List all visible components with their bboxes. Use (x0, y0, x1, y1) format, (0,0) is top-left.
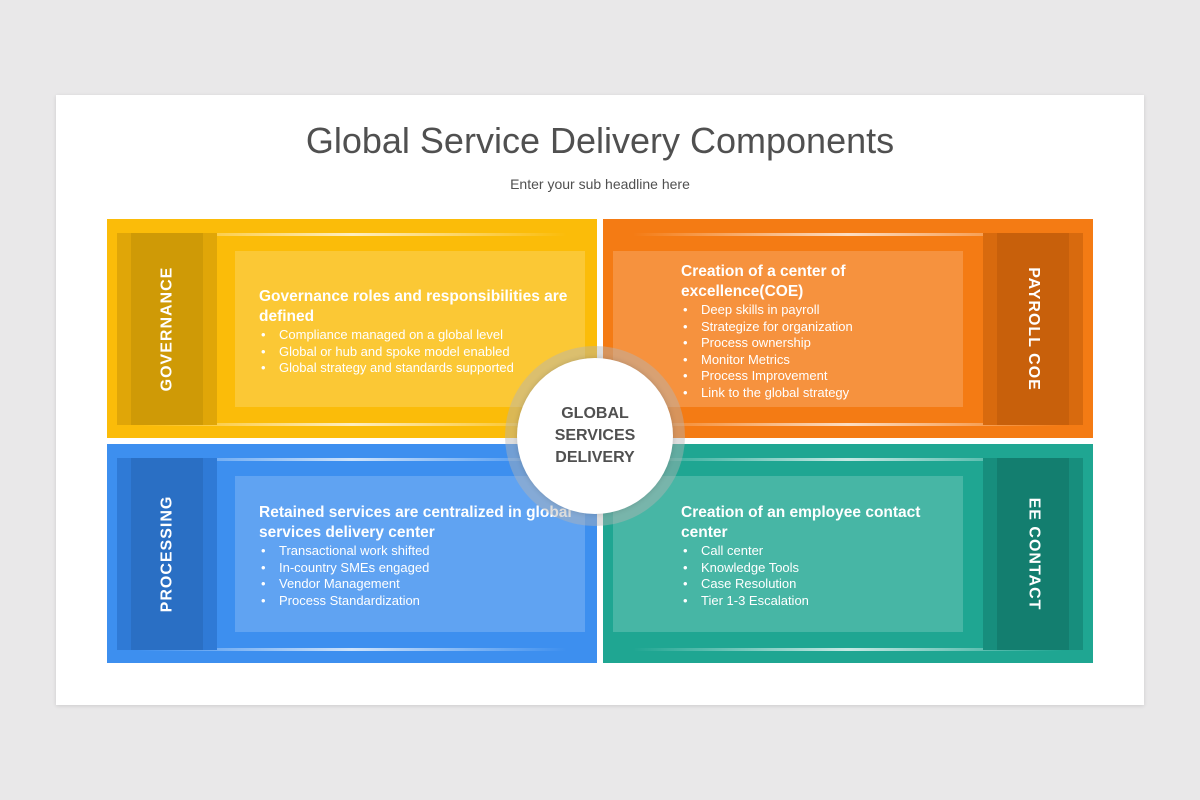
center-line: SERVICES (554, 427, 636, 444)
quadrant-payroll-coe: PAYROLL COE Creation of a center of exce… (603, 219, 1093, 438)
center-line: GLOBAL (561, 405, 629, 422)
governance-list: Compliance managed on a global level Glo… (259, 327, 579, 377)
list-item: Vendor Management (259, 576, 589, 593)
ee-contact-tab-label: EE CONTACT (1025, 497, 1042, 611)
payroll-coe-heading: Creation of a center of excellence(COE) (681, 263, 846, 300)
list-item: Monitor Metrics (681, 352, 961, 369)
sheen-line (633, 423, 1063, 426)
center-line: DELIVERY (555, 449, 635, 466)
payroll-coe-tab-label: PAYROLL COE (1025, 267, 1042, 391)
page-subtitle: Enter your sub headline here (510, 176, 690, 192)
payroll-coe-content: Creation of a center of excellence(COE) … (681, 262, 961, 401)
quadrant-processing: PROCESSING Retained services are central… (107, 444, 597, 663)
sheen-line (633, 648, 1063, 651)
processing-tab-label: PROCESSING (158, 495, 175, 613)
list-item: Global or hub and spoke model enabled (259, 344, 579, 361)
center-hub: GLOBAL SERVICES DELIVERY (517, 358, 673, 514)
list-item: Strategize for organization (681, 319, 961, 336)
ee-contact-list: Call center Knowledge Tools Case Resolut… (681, 543, 961, 609)
list-item: Process Improvement (681, 368, 961, 385)
sheen-line (633, 233, 1063, 236)
list-item: In-country SMEs engaged (259, 560, 589, 577)
quadrant-governance: GOVERNANCE Governance roles and responsi… (107, 219, 597, 438)
governance-heading: Governance roles and responsibilities ar… (259, 288, 568, 325)
ee-contact-content: Creation of an employee contact center C… (681, 503, 961, 609)
sheen-line (137, 423, 567, 426)
list-item: Link to the global strategy (681, 385, 961, 402)
processing-content: Retained services are centralized in glo… (259, 503, 589, 609)
list-item: Case Resolution (681, 576, 961, 593)
sheen-line (137, 233, 567, 236)
governance-tab-label: GOVERNANCE (158, 266, 175, 392)
ee-contact-tab: EE CONTACT (983, 458, 1083, 650)
sheen-line (137, 458, 567, 461)
processing-heading: Retained services are centralized in glo… (259, 504, 572, 541)
quadrant-ee-contact: EE CONTACT Creation of an employee conta… (603, 444, 1093, 663)
list-item: Transactional work shifted (259, 543, 589, 560)
payroll-coe-tab: PAYROLL COE (983, 233, 1083, 425)
sheen-line (633, 458, 1063, 461)
list-item: Process ownership (681, 335, 961, 352)
payroll-coe-list: Deep skills in payroll Strategize for or… (681, 302, 961, 401)
list-item: Compliance managed on a global level (259, 327, 579, 344)
governance-content: Governance roles and responsibilities ar… (259, 287, 579, 377)
list-item: Call center (681, 543, 961, 560)
center-label: GLOBAL SERVICES DELIVERY (535, 403, 655, 469)
list-item: Global strategy and standards supported (259, 360, 579, 377)
list-item: Process Standardization (259, 593, 589, 610)
processing-tab: PROCESSING (117, 458, 217, 650)
page-title: Global Service Delivery Components (305, 120, 895, 161)
governance-tab: GOVERNANCE (117, 233, 217, 425)
list-item: Tier 1-3 Escalation (681, 593, 961, 610)
sheen-line (137, 648, 567, 651)
ee-contact-heading: Creation of an employee contact center (681, 504, 921, 541)
processing-list: Transactional work shifted In-country SM… (259, 543, 589, 609)
list-item: Knowledge Tools (681, 560, 961, 577)
list-item: Deep skills in payroll (681, 302, 961, 319)
